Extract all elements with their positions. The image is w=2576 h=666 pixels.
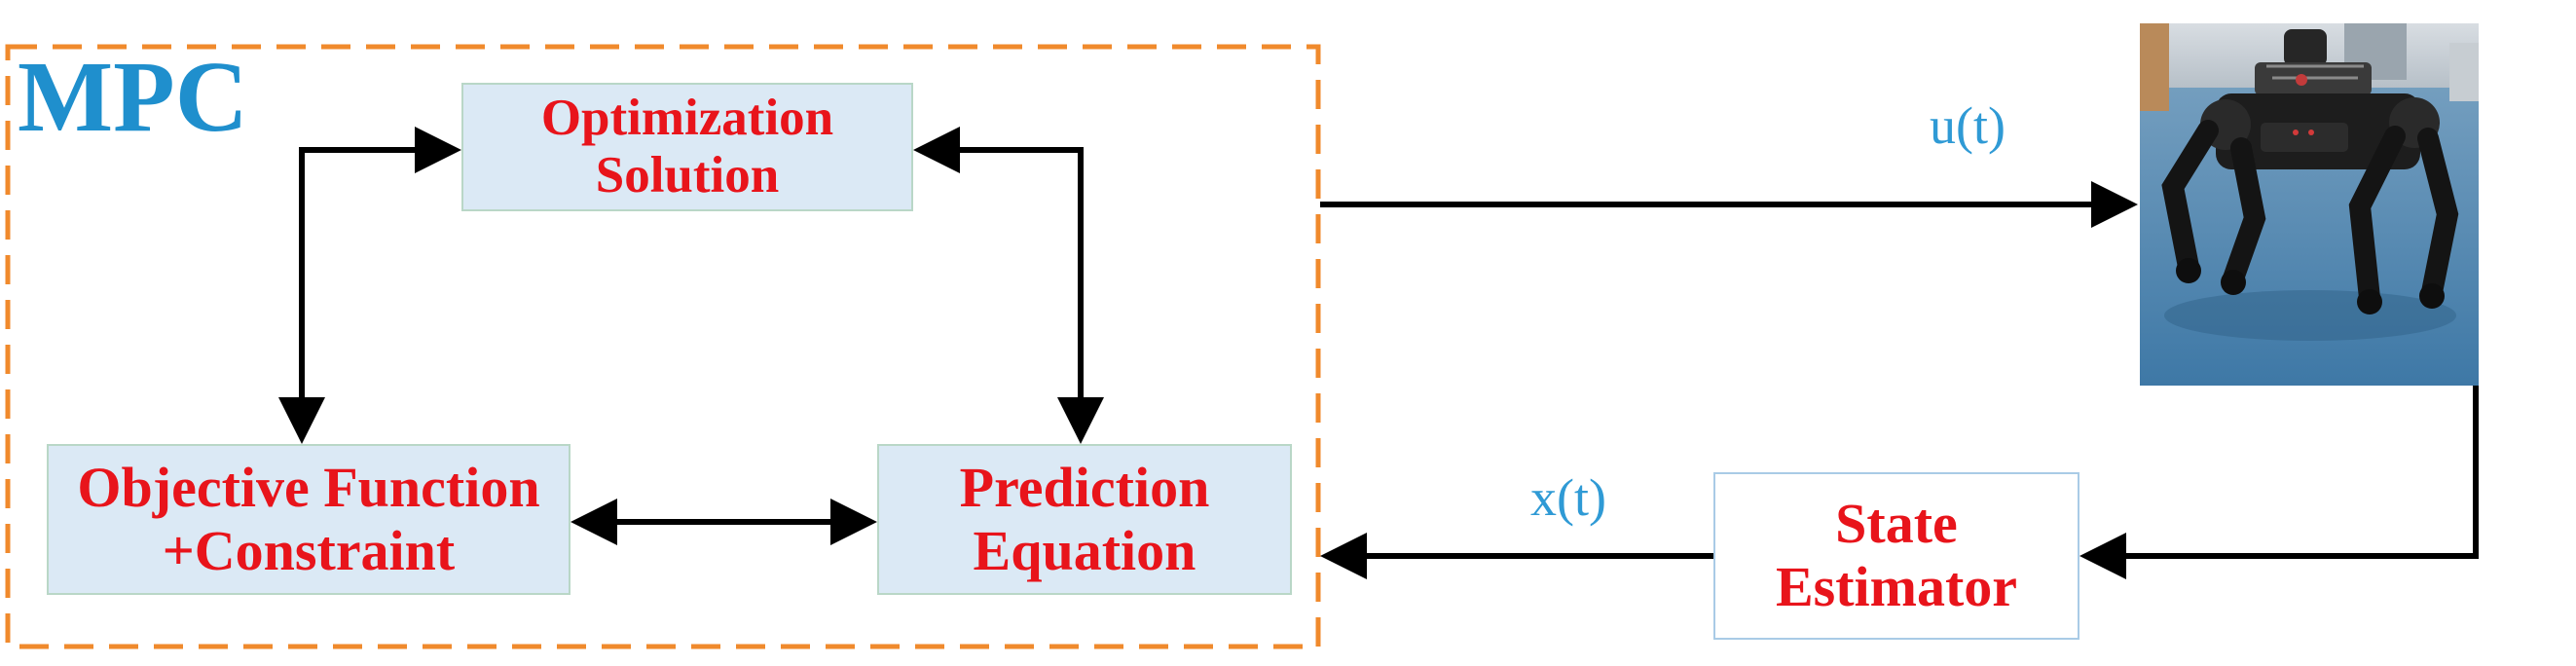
- block-line: Estimator: [1775, 555, 2018, 618]
- optimization-solution-block: Optimization Solution: [461, 83, 913, 211]
- arrow-optimization-prediction: [913, 127, 1104, 444]
- block-line: State: [1835, 492, 1958, 556]
- arrow-objective-optimization: [278, 127, 461, 444]
- block-line: Objective Function: [77, 455, 540, 519]
- state-estimator-block: State Estimator: [1713, 472, 2079, 640]
- block-line: Prediction: [959, 455, 1210, 519]
- block-line: Optimization: [540, 89, 834, 146]
- mpc-group-border: [5, 44, 1321, 649]
- objective-function-block: Objective Function +Constraint: [47, 444, 570, 595]
- quadruped-robot-photo: [2140, 23, 2479, 386]
- mpc-group-label: MPC: [18, 41, 248, 153]
- block-line: Solution: [595, 147, 780, 204]
- prediction-equation-block: Prediction Equation: [877, 444, 1292, 595]
- arrow-robot-to-estimator: [2079, 380, 2479, 579]
- block-line: Equation: [973, 518, 1196, 582]
- state-signal-label: x(t): [1530, 468, 1606, 527]
- block-line: +Constraint: [162, 518, 456, 582]
- control-signal-label: u(t): [1930, 96, 2006, 155]
